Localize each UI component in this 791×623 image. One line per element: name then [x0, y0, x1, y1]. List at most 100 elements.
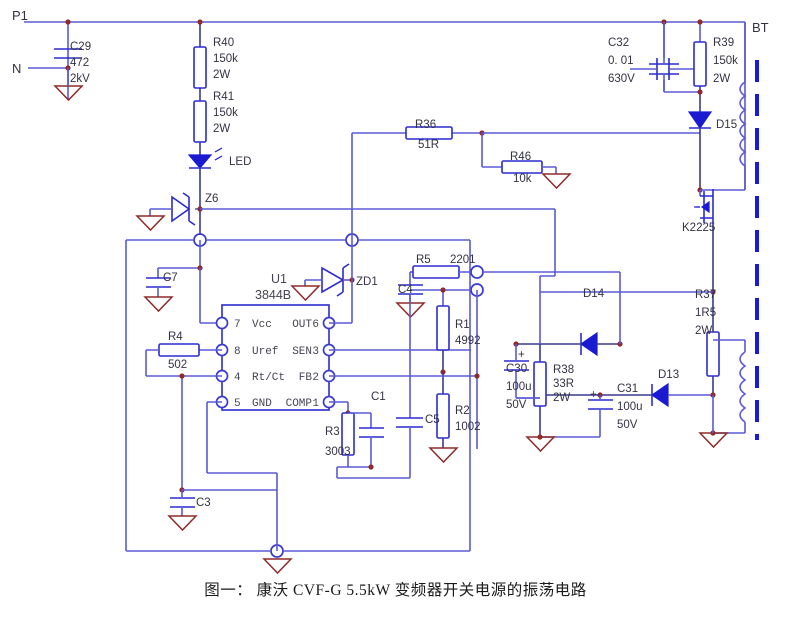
label-u1-designator: U1: [271, 272, 287, 286]
capacitor-c5: [396, 417, 423, 428]
label-r38-rating: 2W: [553, 392, 570, 404]
label-u1-part: 3844B: [255, 288, 291, 302]
ground-symbol: [541, 173, 572, 190]
mosfet-k2225: [694, 189, 714, 292]
node-r39-top: [697, 19, 703, 25]
transformer-bt: [698, 22, 759, 449]
label-c5: C5: [425, 414, 440, 426]
resistor-r40: [193, 46, 207, 89]
timing-network: [145, 343, 278, 551]
label-pin4-name: Rt/Ct: [252, 372, 285, 384]
resistor-r37: [706, 331, 720, 377]
label-c32-rating: 630V: [608, 73, 635, 85]
label-r3-value: 3003: [325, 446, 351, 458]
label-d14: D14: [583, 288, 605, 300]
output-rectifier-network: + +: [504, 272, 720, 453]
label-pin3-number: 3: [312, 346, 319, 358]
resistor-r38: [533, 361, 547, 407]
ground-symbol: [290, 285, 321, 302]
label-pin7-name: Vcc: [252, 319, 272, 331]
svg-text:+: +: [518, 349, 525, 361]
capacitor-c3: [170, 497, 195, 508]
secondary-winding: [739, 351, 747, 423]
label-c4: C4: [398, 284, 413, 296]
label-r5-value: 2201: [450, 254, 476, 266]
labels-layer: P1 N BT C29 472 2kV R40 150k 2W R41 150k…: [12, 8, 769, 509]
sense-network: [329, 265, 620, 464]
node-r40-top: [197, 19, 203, 25]
label-r1-ref: R1: [455, 319, 470, 331]
label-bt: BT: [752, 20, 769, 35]
label-r40-rating: 2W: [213, 69, 230, 81]
label-c30-rating: 50V: [506, 399, 527, 411]
diode-d15: [687, 111, 713, 130]
label-pin6-number: 6: [312, 319, 319, 331]
label-r37-value: 1R5: [695, 307, 716, 319]
label-c1: C1: [371, 391, 386, 403]
label-pin8-number: 8: [234, 346, 241, 358]
diode-zd1: [321, 266, 345, 294]
primary-winding: [739, 81, 747, 167]
label-r38-value: 33R: [553, 378, 574, 390]
label-c3: C3: [196, 497, 211, 509]
capacitor-c7-group: [143, 240, 222, 324]
label-pin2-number: 2: [312, 372, 319, 384]
node-fb: [474, 373, 480, 379]
diode-d14: [579, 331, 598, 357]
label-r39-rating: 2W: [713, 73, 730, 85]
resistor-r1: [436, 305, 450, 351]
label-k2225: K2225: [682, 222, 715, 234]
ic-body: [221, 304, 330, 411]
label-r37-rating: 2W: [695, 325, 712, 337]
label-c31-ref: C31: [617, 383, 638, 395]
ground-symbol: [262, 558, 293, 575]
label-d13: D13: [658, 369, 679, 381]
label-r4-value: 502: [168, 359, 187, 371]
capacitor-c31: [588, 399, 613, 410]
label-pin8-name: Uref: [252, 346, 278, 358]
label-p1: P1: [12, 8, 28, 23]
label-r38-ref: R38: [553, 364, 574, 376]
resistor-r36: [405, 126, 453, 140]
node-p1: [65, 19, 71, 25]
label-c31-value: 100u: [617, 401, 643, 413]
label-pin3-name: SEN: [292, 346, 312, 358]
junction-ring-sen: [470, 265, 484, 279]
label-pin5-number: 5: [234, 398, 241, 410]
label-pin1-number: 1: [312, 398, 319, 410]
figure-caption: 图一： 康沃 CVF-G 5.5kW 变频器开关电源的振荡电路: [204, 582, 587, 599]
label-r40-value: 150k: [213, 53, 238, 65]
label-r2-value: 1002: [455, 421, 481, 433]
resistor-r4: [158, 343, 200, 357]
ic-pin-7[interactable]: [215, 316, 229, 330]
label-r37-ref: R37: [695, 289, 716, 301]
label-c32-ref: C32: [608, 37, 629, 49]
label-r40-ref: R40: [213, 37, 234, 49]
label-led: LED: [229, 156, 251, 168]
ground-symbol: [525, 436, 556, 453]
startup-resistor-chain: [135, 19, 556, 276]
label-n: N: [12, 61, 21, 76]
label-c7: C7: [163, 272, 178, 284]
label-pin5-name: GND: [252, 398, 272, 410]
label-c29-ref: C29: [70, 41, 91, 53]
label-r39-value: 150k: [713, 55, 738, 67]
resistor-r5: [412, 265, 460, 279]
diode-d13: [650, 382, 669, 408]
capacitor-c5-group: [336, 294, 423, 479]
label-r1-value: 4992: [455, 335, 481, 347]
led-indicator: [187, 154, 213, 169]
label-c31-rating: 50V: [617, 419, 638, 431]
label-r41-value: 150k: [213, 107, 238, 119]
node-r1-top: [440, 287, 446, 293]
label-r3-ref: R3: [325, 426, 340, 438]
label-r36-ref: R36: [415, 119, 436, 131]
label-pin6-name: OUT: [292, 319, 312, 331]
label-pin4-number: 4: [234, 372, 241, 384]
label-c29-value: 472: [70, 57, 89, 69]
resistor-r39: [693, 41, 707, 87]
node-c1-bot: [368, 464, 374, 470]
ground-symbol: [428, 447, 459, 464]
